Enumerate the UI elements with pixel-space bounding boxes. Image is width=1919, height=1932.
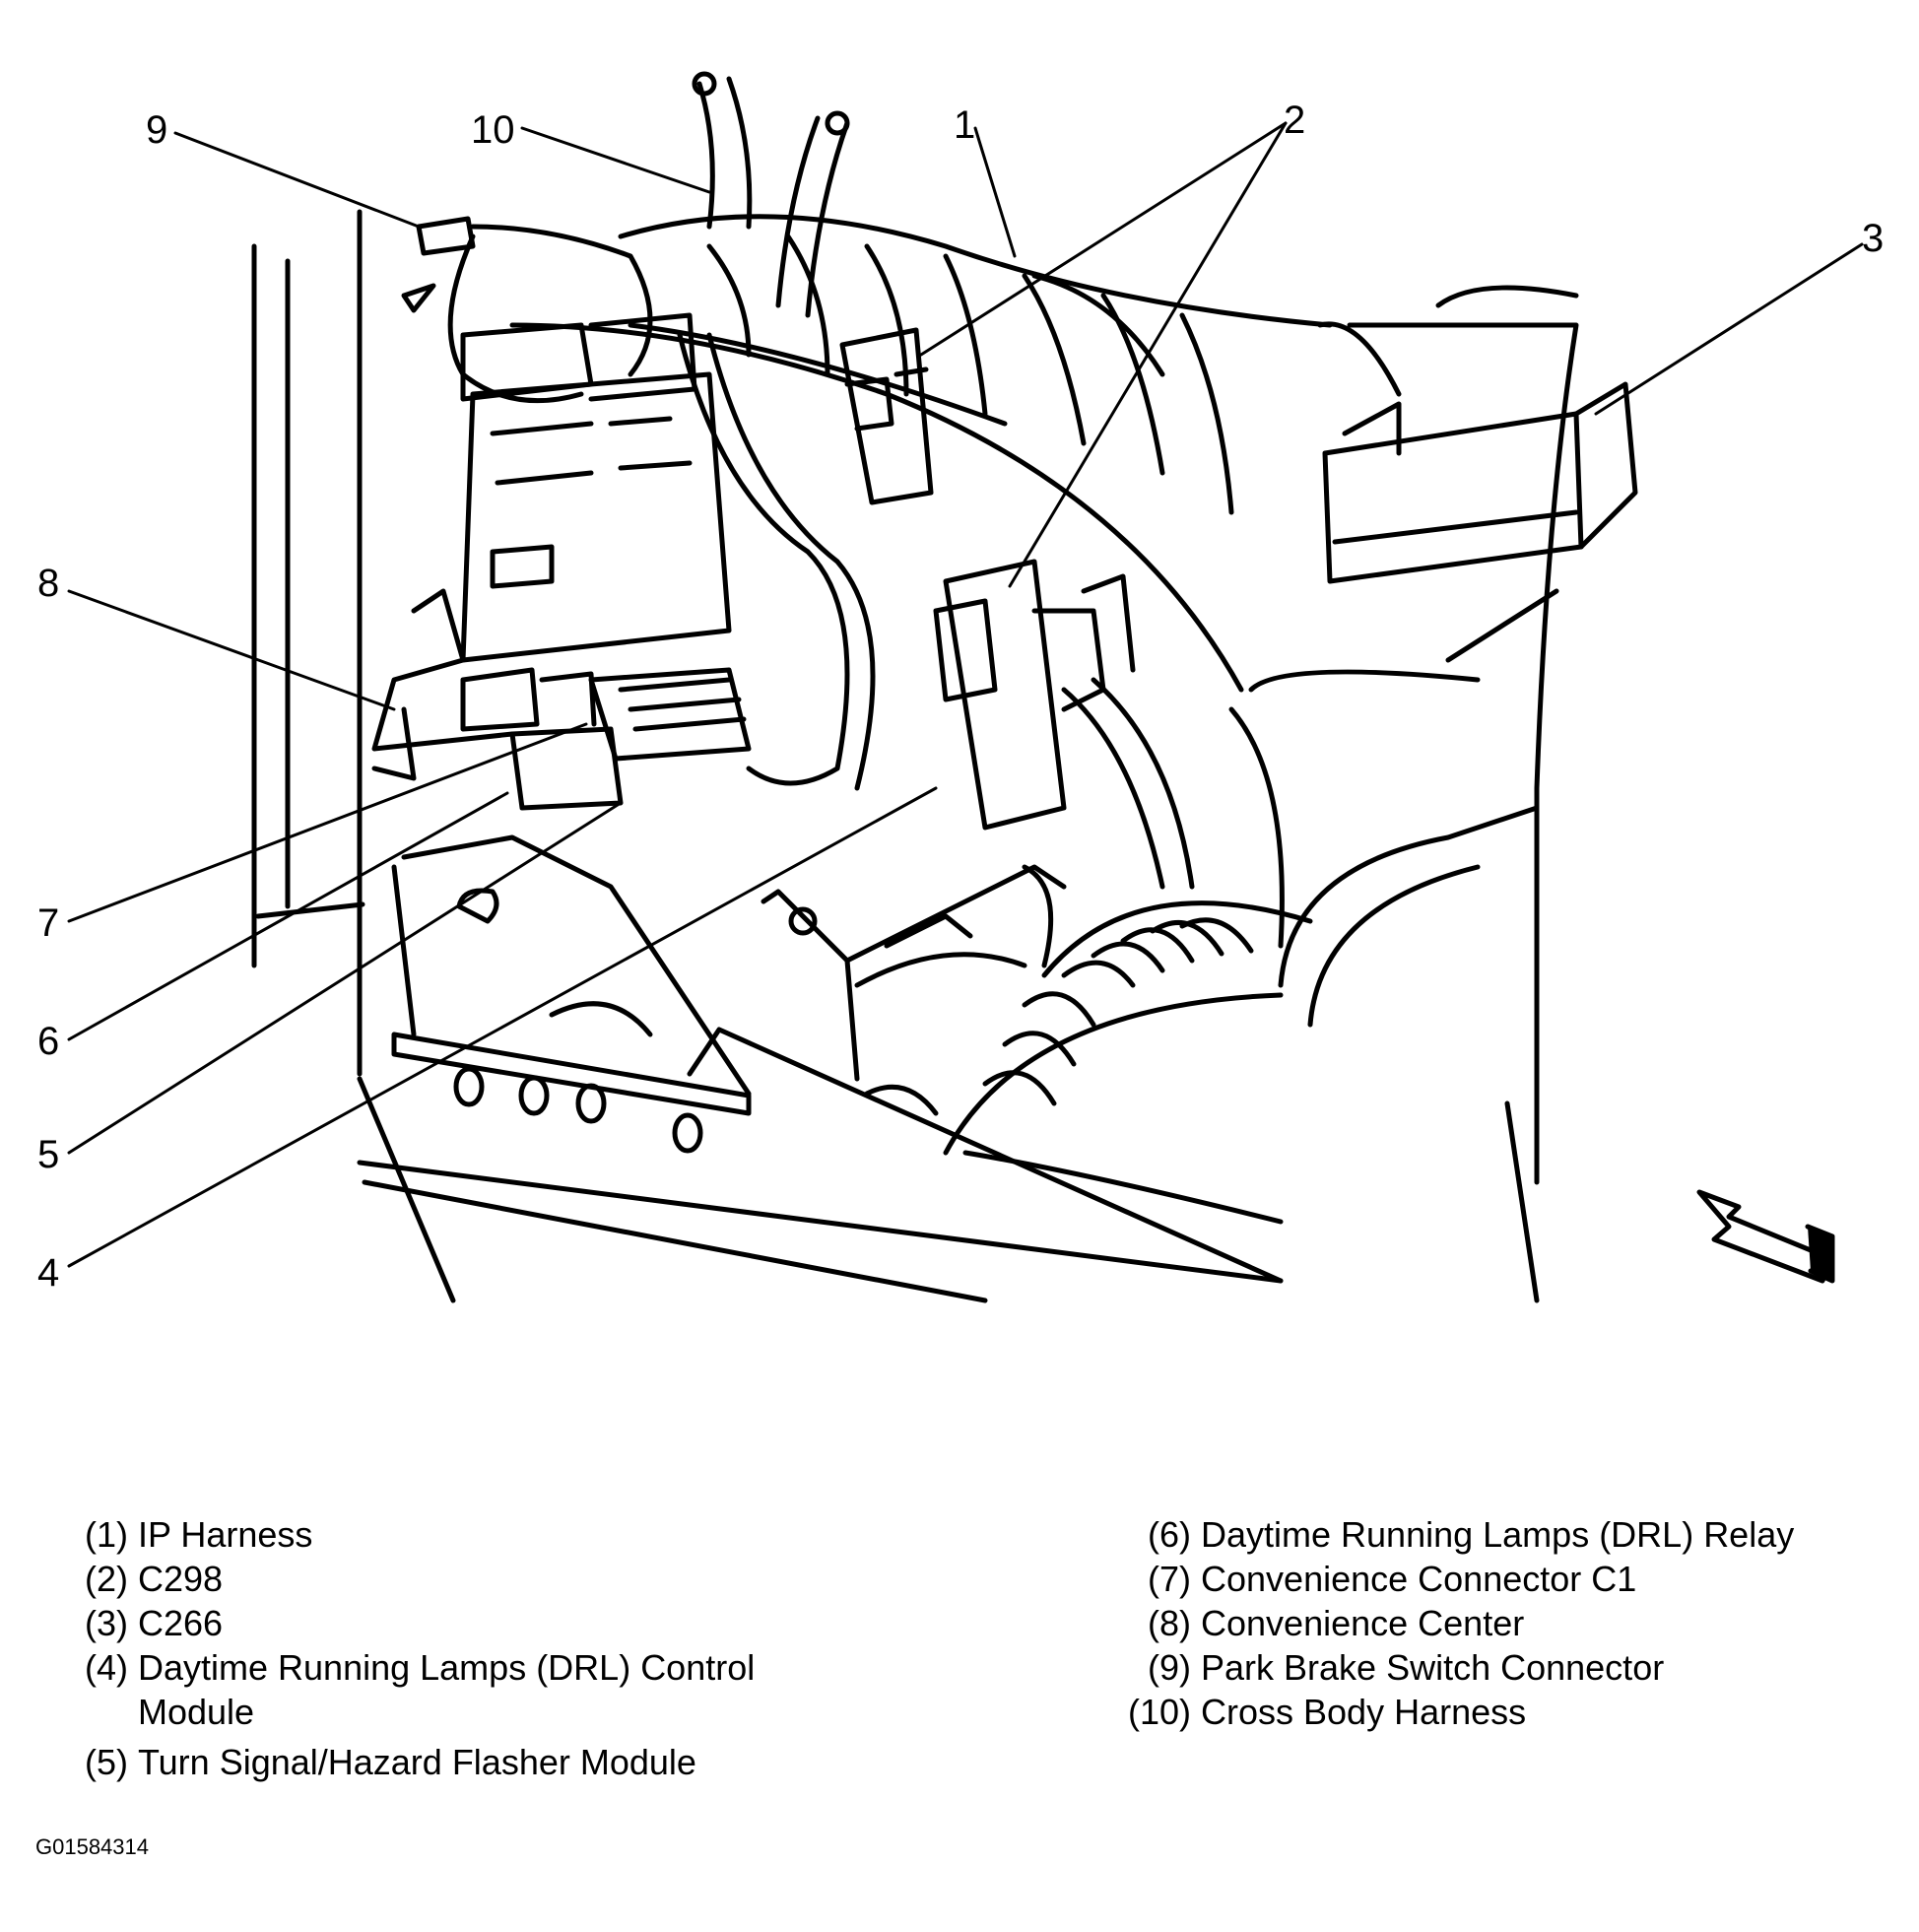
legend-label: IP Harness: [138, 1514, 313, 1555]
callout-4: 4: [37, 1251, 59, 1295]
legend-left-column: (1) IP Harness (2) C298 (3) C266 (4) Day…: [28, 1512, 835, 1784]
callout-6: 6: [37, 1020, 59, 1063]
legend-item-5: (5) Turn Signal/Hazard Flasher Module: [28, 1740, 835, 1784]
legend-item-3: (3) C266: [28, 1601, 835, 1645]
callout-2: 2: [1284, 99, 1305, 142]
legend-number: (1): [85, 1514, 128, 1555]
steering-bracket: [761, 864, 1067, 1082]
legend-number: (2): [85, 1559, 128, 1599]
callout-leaders: [67, 121, 1864, 1268]
legend-right-column: (6) Daytime Running Lamps (DRL) Relay (7…: [1084, 1512, 1911, 1734]
convenience-center-shape: [371, 312, 752, 811]
callout-9: 9: [146, 108, 167, 152]
legend-label: Turn Signal/Hazard Flasher Module: [138, 1742, 696, 1782]
legend-label: Convenience Center: [1201, 1603, 1525, 1643]
legend-label: Daytime Running Lamps (DRL) Control Modu…: [138, 1647, 756, 1732]
legend-label: Convenience Connector C1: [1201, 1559, 1637, 1599]
legend-label: C266: [138, 1603, 224, 1643]
c266-connector-shape: [1317, 321, 1638, 584]
legend-number: (7): [1148, 1559, 1191, 1599]
legend-number: (4): [85, 1647, 128, 1688]
legend-number: (9): [1148, 1647, 1191, 1688]
legend-label: C298: [138, 1559, 224, 1599]
callout-5: 5: [37, 1133, 59, 1176]
legend-item-7: (7) Convenience Connector C1: [1084, 1557, 1911, 1601]
legend-item-10: (10) Cross Body Harness: [1084, 1690, 1911, 1734]
view-direction-arrow-icon: [1696, 1189, 1835, 1284]
legend-number: (8): [1148, 1603, 1191, 1643]
wiring-diagram: 9 10 1 2 3 8 7 6 5 4: [37, 71, 1884, 1303]
corrugated-conduit: [943, 900, 1313, 1225]
figure-id: G01584314: [35, 1834, 149, 1859]
legend-number: (5): [85, 1742, 128, 1782]
legend-label: Park Brake Switch Connector: [1201, 1647, 1665, 1688]
callout-7: 7: [37, 901, 59, 945]
callout-8: 8: [37, 562, 59, 605]
callout-1: 1: [954, 103, 975, 147]
legend-item-2: (2) C298: [28, 1557, 835, 1601]
callout-10: 10: [471, 108, 515, 152]
legend-item-6: (6) Daytime Running Lamps (DRL) Relay: [1084, 1512, 1911, 1557]
legend-item-9: (9) Park Brake Switch Connector: [1084, 1645, 1911, 1690]
legend-label: Cross Body Harness: [1201, 1692, 1527, 1732]
left-panel-outline: [251, 209, 456, 1303]
park-brake-connector-shape: [401, 216, 476, 313]
dash-frame: [357, 834, 1284, 1303]
callout-3: 3: [1862, 217, 1884, 260]
legend-number: (6): [1148, 1514, 1191, 1555]
legend-number: (3): [85, 1603, 128, 1643]
legend-item-1: (1) IP Harness: [28, 1512, 835, 1557]
legend-number: (10): [1127, 1692, 1191, 1732]
legend-label: Daytime Running Lamps (DRL) Relay: [1201, 1514, 1795, 1555]
c298-connector-shape: [839, 327, 1195, 890]
legend-item-4: (4) Daytime Running Lamps (DRL) Control …: [28, 1645, 835, 1734]
legend-item-8: (8) Convenience Center: [1084, 1601, 1911, 1645]
ip-harness-bundle: [509, 214, 1333, 693]
right-conduit-elbow: [1228, 285, 1579, 1303]
